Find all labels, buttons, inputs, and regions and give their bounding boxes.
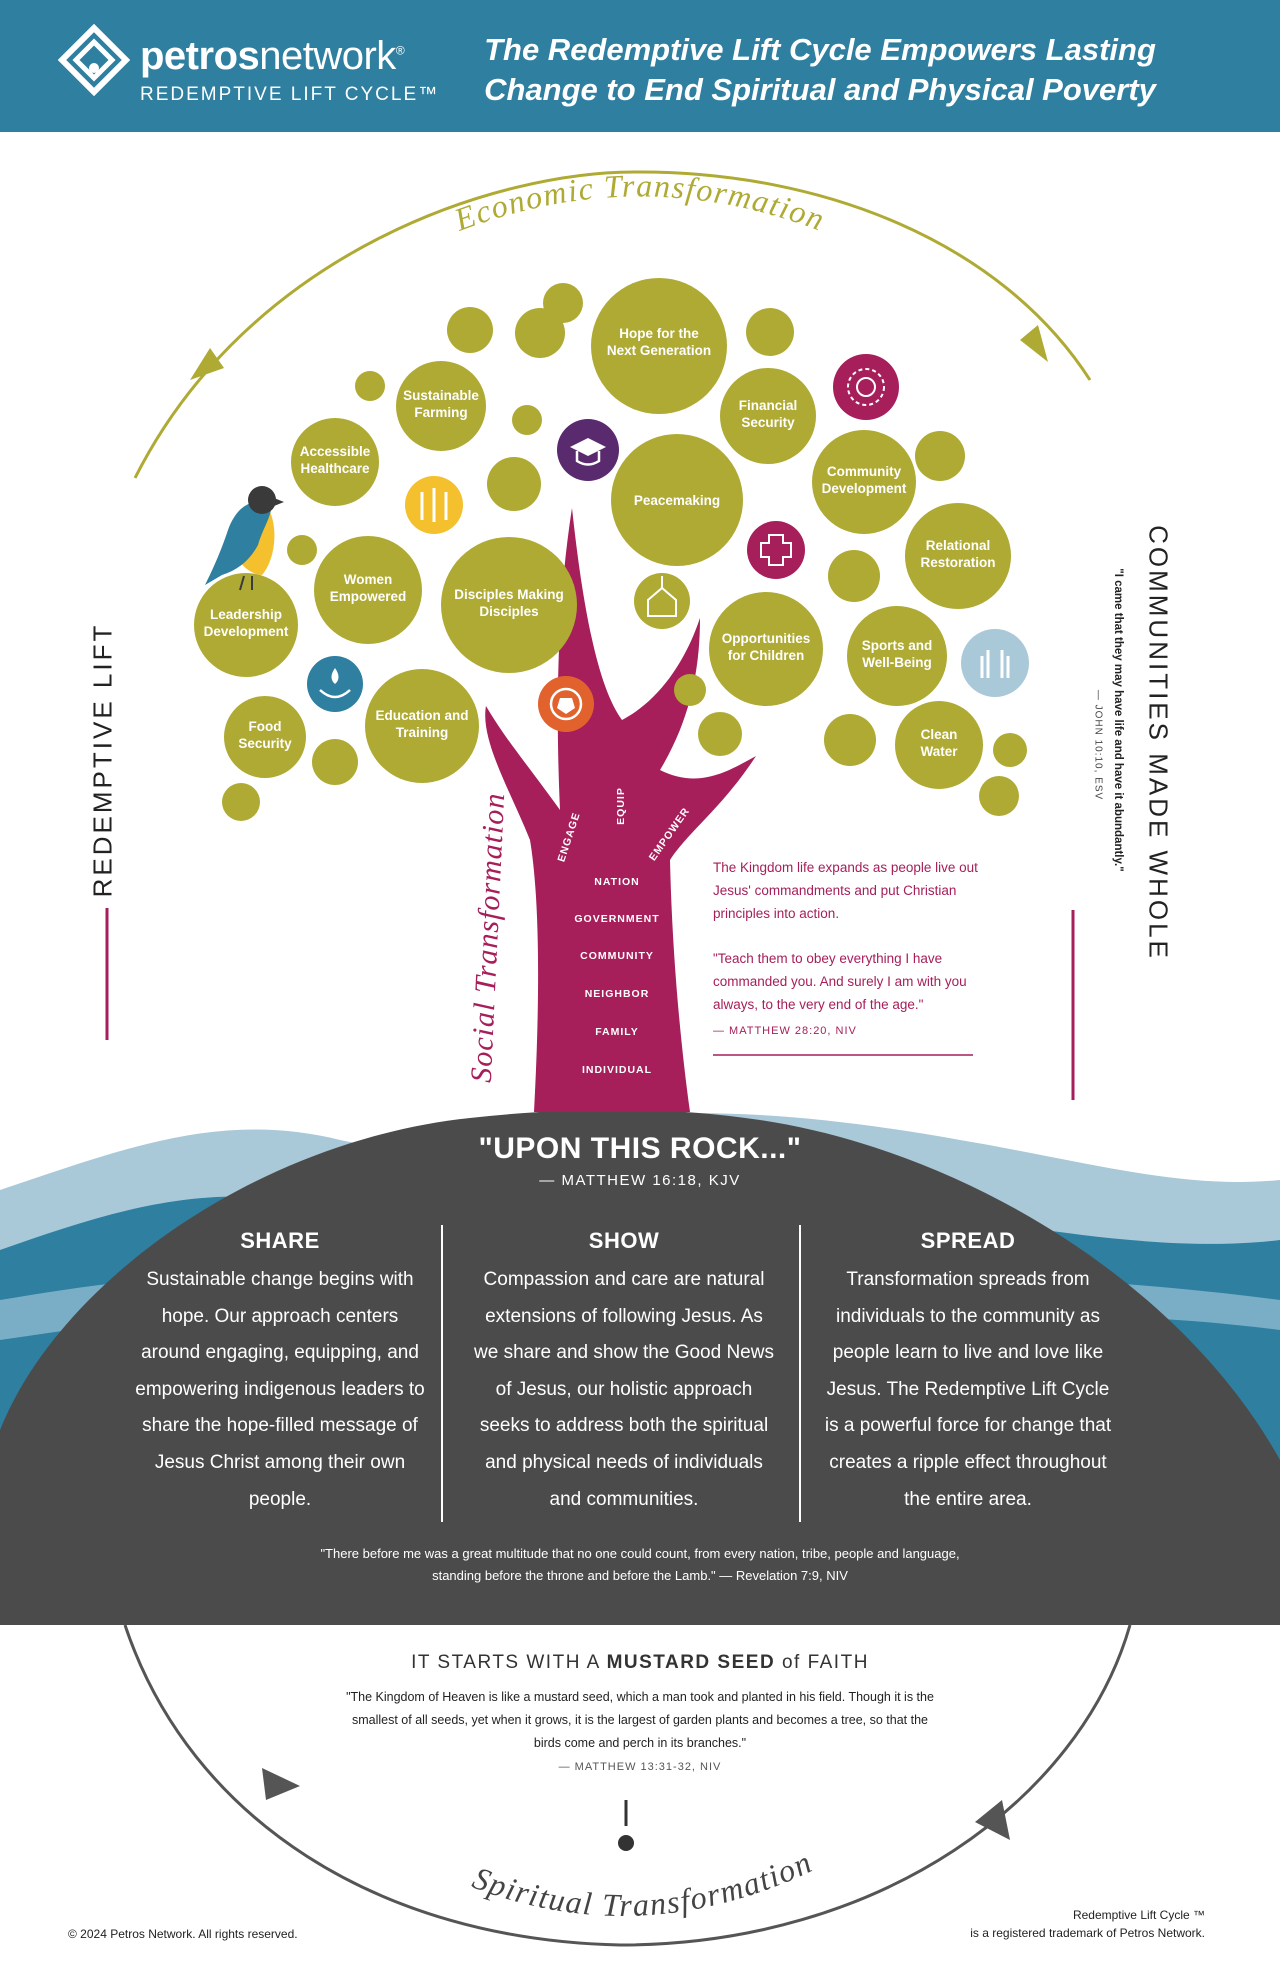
fruit-relational xyxy=(905,503,1011,609)
brand-name: petrosnetwork® xyxy=(140,34,405,78)
mustard-ref: — MATTHEW 13:31-32, NIV xyxy=(558,1761,722,1773)
mustard-quote: "The Kingdom of Heaven is like a mustard… xyxy=(346,1690,934,1750)
fruit-financial xyxy=(720,368,816,464)
fruit-women xyxy=(314,536,422,644)
page-title: The Redemptive Lift Cycle Empowers Lasti… xyxy=(484,32,1156,107)
fruit-opportunities xyxy=(709,592,823,706)
upon-this-rock-quote: "UPON THIS ROCK..." xyxy=(478,1132,802,1165)
matthew-28-ref: — MATTHEW 28:20, NIV xyxy=(713,1025,857,1037)
svg-text:Social Transformation: Social Transformation xyxy=(465,792,512,1084)
matthew-28-quote: "Teach them to obey everything I have co… xyxy=(713,951,967,1012)
trunk-label: NEIGHBOR xyxy=(585,988,650,1000)
communities-made-whole-label: COMMUNITIES MADE WHOLE xyxy=(1143,525,1174,961)
economic-transformation-label: Economic Transformation xyxy=(449,167,829,238)
show-column: SHOW Compassion and care are natural ext… xyxy=(474,1228,774,1518)
fruit-education xyxy=(365,669,479,783)
upon-this-rock-block: "UPON THIS ROCK..." — MATTHEW 16:18, KJV xyxy=(390,1132,890,1189)
cycle-arc-top xyxy=(133,170,1092,479)
medical-cross-icon xyxy=(747,521,805,579)
spiritual-transformation-label: Spiritual Transformation xyxy=(468,1843,816,1923)
fruit-sports xyxy=(847,606,947,706)
svg-text:Economic Transformation: Economic Transformation xyxy=(449,167,831,238)
hands-water-icon xyxy=(307,656,363,712)
share-text: Sustainable change begins with hope. Our… xyxy=(135,1269,425,1510)
brand-subtitle: REDEMPTIVE LIFT CYCLE™ xyxy=(140,84,440,105)
arrow-icon xyxy=(262,1768,300,1800)
redemptive-lift-label: REDEMPTIVE LIFT xyxy=(87,622,118,898)
wheat-icon xyxy=(405,476,463,534)
john-ref: — JOHN 10:10, ESV xyxy=(1092,689,1104,801)
header-banner: petrosnetwork® REDEMPTIVE LIFT CYCLE™ Th… xyxy=(0,0,1280,132)
fruit-water xyxy=(895,701,983,789)
svg-text:Spiritual Transformation: Spiritual Transformation xyxy=(468,1843,818,1923)
john-quote: "I came that they may have life and have… xyxy=(1112,568,1124,872)
trunk-label: GOVERNMENT xyxy=(574,913,659,925)
trademark-notice: Redemptive Lift Cycle ™ is a registered … xyxy=(970,1908,1205,1940)
graduation-cap-icon xyxy=(557,419,619,481)
fruit-disciples xyxy=(441,537,577,673)
church-icon xyxy=(634,573,690,629)
share-column: SHARE Sustainable change begins with hop… xyxy=(130,1228,430,1518)
trunk-label: COMMUNITY xyxy=(580,950,654,962)
trunk-label: FAMILY xyxy=(595,1026,639,1038)
spread-title: SPREAD xyxy=(920,1228,1016,1253)
kingdom-text: The Kingdom life expands as people live … xyxy=(713,860,978,921)
trunk-label: INDIVIDUAL xyxy=(582,1064,652,1076)
petros-logo-icon xyxy=(58,24,130,96)
fruit-community xyxy=(812,430,916,534)
spread-text: Transformation spreads from individuals … xyxy=(824,1269,1112,1510)
mustard-title: IT STARTS WITH A MUSTARD SEED of FAITH xyxy=(411,1652,869,1673)
fruit-healthcare xyxy=(291,418,379,506)
cycle-arc-bottom xyxy=(123,1624,1132,1947)
share-title: SHARE xyxy=(240,1228,320,1253)
raised-hands-icon xyxy=(961,629,1029,697)
fruit-label: Peacemaking xyxy=(634,493,720,508)
fruit-food xyxy=(224,696,306,778)
copyright: © 2024 Petros Network. All rights reserv… xyxy=(68,1927,298,1941)
branch-label: EQUIP xyxy=(615,787,627,825)
tree-dots xyxy=(222,283,1027,821)
arrow-icon xyxy=(1020,325,1048,362)
revelation-quote: "There before me was a great multitude t… xyxy=(320,1546,960,1583)
rock-shape xyxy=(0,1109,1280,1625)
soccer-ball-icon xyxy=(538,676,594,732)
flower-icon xyxy=(833,354,899,420)
fruit-peacemaking xyxy=(611,434,743,566)
tree-trunk xyxy=(485,508,756,1112)
arrow-icon xyxy=(190,348,224,380)
bird-icon xyxy=(205,486,284,591)
fruit-farming xyxy=(396,361,486,451)
fruit-leadership xyxy=(194,573,298,677)
arrow-icon xyxy=(975,1800,1010,1840)
spread-column: SPREAD Transformation spreads from indiv… xyxy=(818,1228,1118,1518)
upon-this-rock-ref: — MATTHEW 16:18, KJV xyxy=(539,1172,741,1189)
mustard-seed-block: IT STARTS WITH A MUSTARD SEED of FAITH "… xyxy=(340,1652,940,1773)
show-title: SHOW xyxy=(588,1228,660,1253)
fruit-hope xyxy=(591,278,727,414)
trunk-label: NATION xyxy=(594,876,639,888)
social-transformation-label: Social Transformation xyxy=(465,792,511,1084)
show-text: Compassion and care are natural extensio… xyxy=(474,1269,774,1510)
kingdom-text-block: The Kingdom life expands as people live … xyxy=(713,856,983,1043)
mustard-seed-icon xyxy=(618,1835,634,1851)
